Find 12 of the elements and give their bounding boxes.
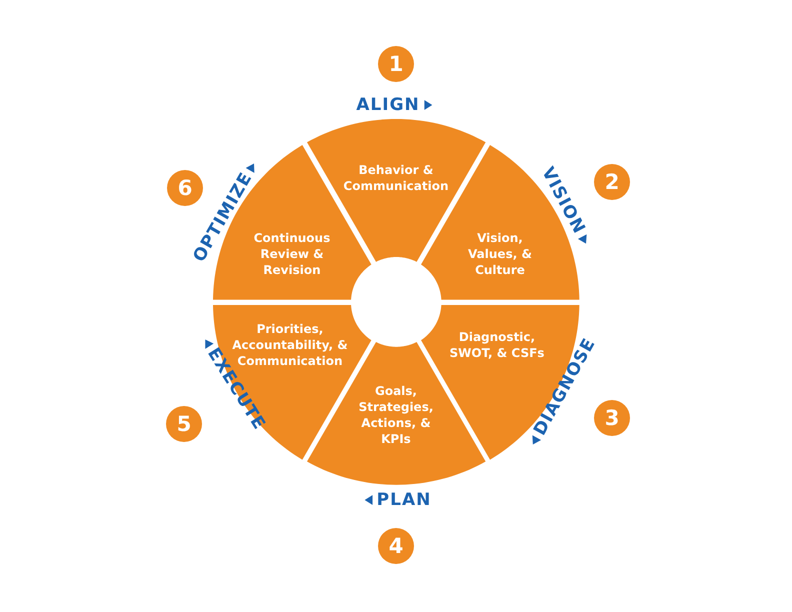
segment-label: Vision, Values, & Culture [467, 230, 533, 278]
phase-label: ALIGN [356, 95, 420, 115]
step-number: 5 [166, 406, 202, 442]
step-number: 6 [167, 170, 203, 206]
step-number: 4 [378, 528, 414, 564]
segment-label: Goals, Strategies, Actions, & KPIs [358, 382, 434, 447]
step-number: 2 [594, 164, 630, 200]
phase-label: PLAN [376, 490, 432, 510]
step-number: 3 [594, 400, 630, 436]
segment-label: Behavior & Communication [342, 162, 450, 194]
step-number: 1 [378, 46, 414, 82]
segment-label: Continuous Review & Revision [252, 230, 332, 278]
